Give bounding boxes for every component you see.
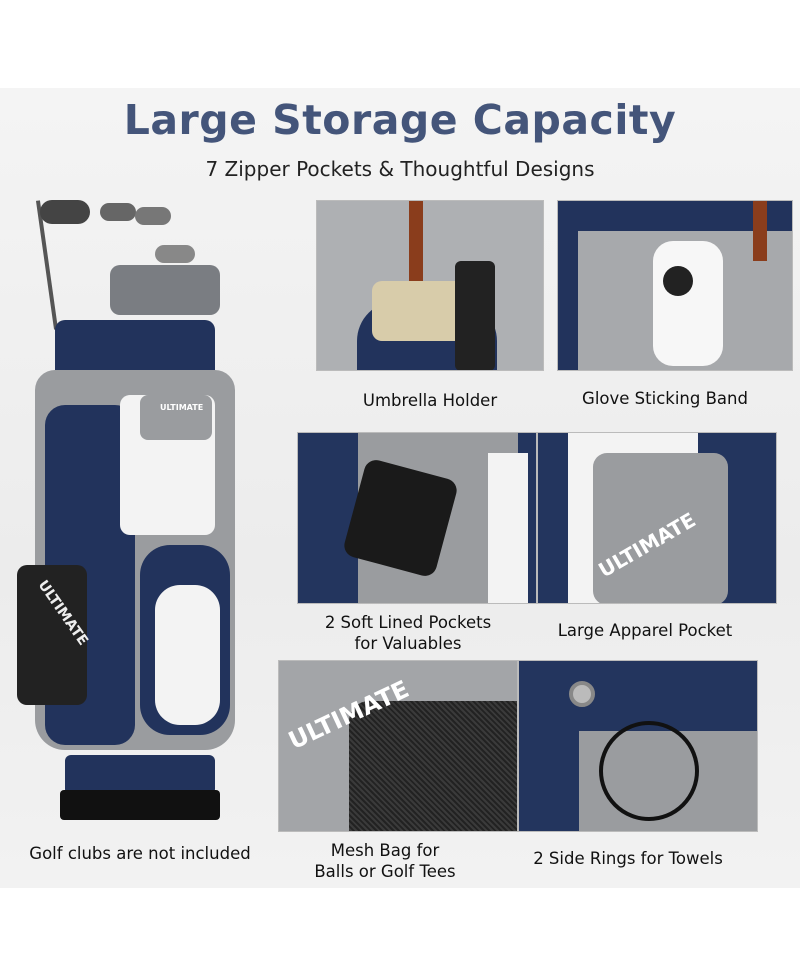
soft-lined-pockets-photo <box>297 432 537 604</box>
clubs-not-included-note: Golf clubs are not included <box>29 844 251 863</box>
golf-bag-image: ULTIMATE ULTIMATE <box>15 195 245 835</box>
feature-label-towel-rings: 2 Side Rings for Towels <box>533 849 723 868</box>
feature-label-soft-pockets-2: for Valuables <box>354 634 462 653</box>
apparel-pocket-photo: ULTIMATE <box>537 432 777 604</box>
feature-label-umbrella-holder: Umbrella Holder <box>362 391 498 410</box>
mesh-bag-photo: ULTIMATE <box>278 660 518 832</box>
bag-brand-logo: ULTIMATE <box>160 403 204 412</box>
towel-rings-photo <box>518 660 758 832</box>
page-title: Large Storage Capacity <box>123 96 677 144</box>
feature-label-apparel-pocket: Large Apparel Pocket <box>557 621 733 640</box>
feature-label-mesh-bag-2: Balls or Golf Tees <box>314 862 456 881</box>
feature-label-mesh-bag-1: Mesh Bag for <box>330 841 440 860</box>
glove-band-photo <box>557 200 793 371</box>
page-subtitle: 7 Zipper Pockets & Thoughtful Designs <box>205 157 595 181</box>
feature-label-glove-band: Glove Sticking Band <box>582 389 748 408</box>
umbrella-holder-photo <box>316 200 544 371</box>
feature-label-soft-pockets-1: 2 Soft Lined Pockets <box>324 613 492 632</box>
